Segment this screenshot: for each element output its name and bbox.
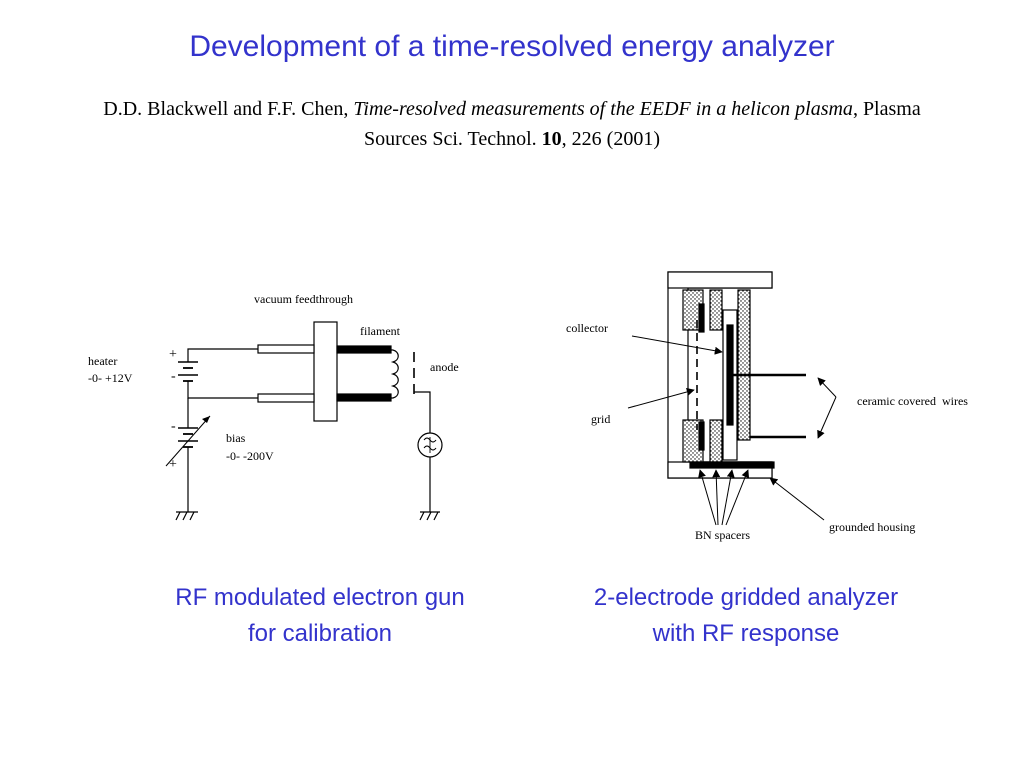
label-filament: filament bbox=[360, 324, 401, 338]
ref-pages-year: , 226 (2001) bbox=[561, 128, 660, 150]
ground-symbol-left bbox=[175, 511, 198, 521]
label-grounded-housing: grounded housing bbox=[829, 520, 915, 534]
bn-spacer-bottom-mid bbox=[709, 419, 723, 463]
label-ceramic-wires: ceramic covered wires bbox=[857, 394, 968, 408]
ref-volume: 10 bbox=[541, 128, 562, 150]
collector-electrode bbox=[726, 324, 734, 426]
bias-minus-sign: - bbox=[171, 419, 176, 434]
analyzer-caption-line-2: with RF response bbox=[652, 620, 840, 647]
bn-spacer-top-back bbox=[737, 289, 751, 441]
filament-lead-bottom bbox=[336, 393, 392, 402]
heater-minus-sign: - bbox=[171, 369, 176, 384]
gridded-analyzer-diagram bbox=[667, 271, 806, 479]
heater-battery bbox=[178, 358, 198, 388]
label-bn-spacers: BN spacers bbox=[695, 528, 750, 542]
analyzer-caption: 2-electrode gridded analyzer with RF res… bbox=[546, 580, 946, 652]
slide-title: Development of a time-resolved energy an… bbox=[189, 30, 835, 63]
filament-coil bbox=[390, 349, 399, 399]
feed-pin-bottom bbox=[257, 393, 315, 403]
label-anode: anode bbox=[430, 360, 459, 374]
gun-caption-line-1: RF modulated electron gun bbox=[175, 584, 465, 611]
vacuum-feedthrough bbox=[313, 321, 338, 422]
label-heater-range: -0- +12V bbox=[88, 371, 133, 385]
bias-battery bbox=[165, 415, 211, 512]
ref-journal: , Plasma Sources Sci. Technol. bbox=[364, 98, 921, 150]
label-collector: collector bbox=[566, 321, 608, 335]
ground-symbol-right bbox=[419, 511, 440, 521]
filament-lead-top bbox=[336, 345, 392, 354]
gun-caption-line-2: for calibration bbox=[247, 620, 393, 647]
label-bias-range: -0- -200V bbox=[226, 449, 274, 463]
reference-citation: D.D. Blackwell and F.F. Chen, Time-resol… bbox=[80, 94, 944, 154]
analyzer-caption-line-1: 2-electrode gridded analyzer bbox=[593, 584, 899, 611]
analyzer-pointers bbox=[627, 335, 837, 526]
label-heater: heater bbox=[88, 354, 117, 368]
label-bias: bias bbox=[226, 431, 246, 445]
feed-pin-top bbox=[257, 344, 315, 354]
ref-authors: D.D. Blackwell and F.F. Chen, bbox=[103, 98, 349, 120]
gun-caption: RF modulated electron gun for calibratio… bbox=[120, 580, 520, 652]
heater-plus-sign: + bbox=[169, 347, 177, 362]
ref-article-title: Time-resolved measurements of the EEDF i… bbox=[353, 98, 853, 120]
label-grid: grid bbox=[591, 412, 610, 426]
bn-spacer-top-mid bbox=[709, 289, 723, 331]
bias-plus-sign: + bbox=[169, 457, 177, 472]
label-vacuum-feedthrough: vacuum feedthrough bbox=[254, 292, 353, 306]
electron-gun-diagram bbox=[165, 321, 443, 521]
